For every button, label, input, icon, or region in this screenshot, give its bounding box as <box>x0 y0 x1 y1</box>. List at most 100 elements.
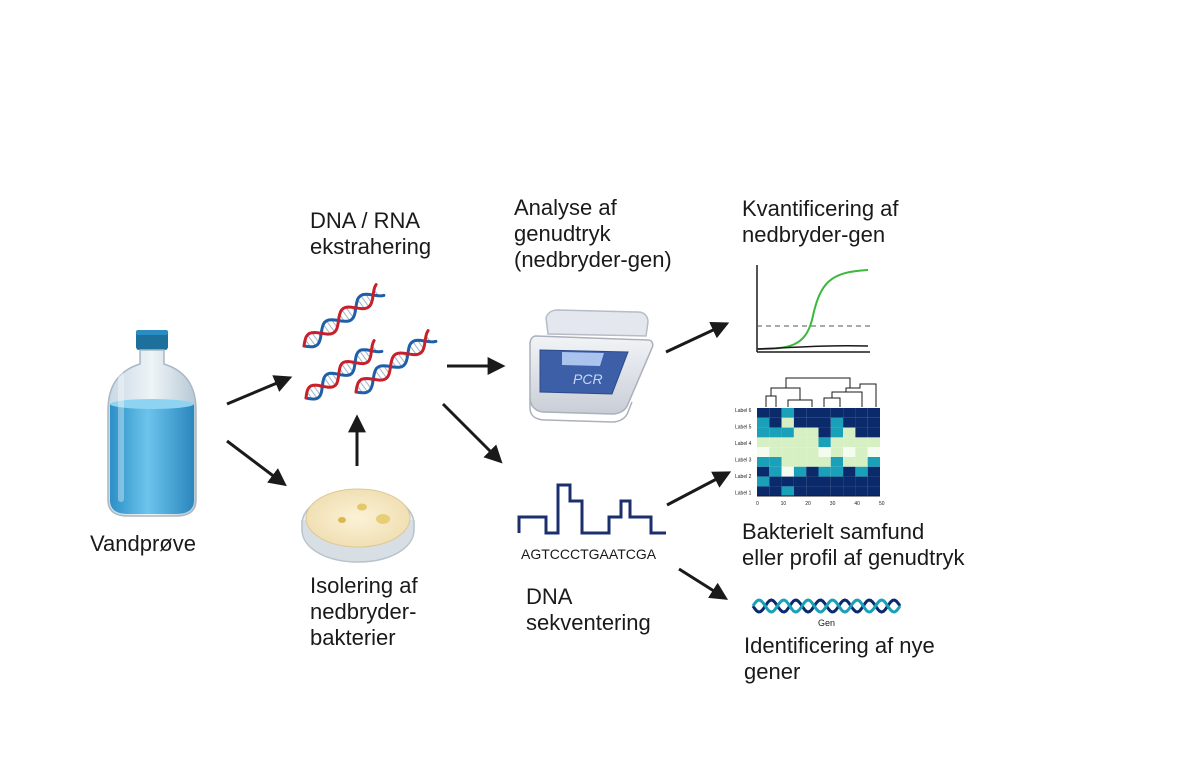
base-pair-rung <box>345 307 354 318</box>
heatmap-x-tick: 0 <box>756 501 759 507</box>
community-label: Bakterielt samfund eller profil af genud… <box>742 519 966 570</box>
heatmap-row-label: Label 3 <box>735 458 752 464</box>
expression-label: Analyse af genudtryk (nedbryder-gen) <box>514 195 672 272</box>
heatmap-cell <box>806 447 819 457</box>
base-pair-rung <box>378 366 388 379</box>
heatmap-cell <box>855 408 868 418</box>
heatmap-cell <box>830 457 844 467</box>
heatmap-cell <box>843 437 856 448</box>
heatmap-cell <box>793 408 807 418</box>
heatmap-cell <box>830 437 844 448</box>
heatmap-cell <box>855 447 868 457</box>
heatmap-cell <box>855 466 868 477</box>
heatmap-cell <box>781 457 794 467</box>
gene-strand-teal <box>751 598 902 614</box>
heatmap-x-tick: 40 <box>854 501 860 507</box>
sequencing-trace-icon <box>517 483 666 535</box>
base-pair-rung <box>312 384 321 396</box>
heatmap-row-label: Label 5 <box>735 425 752 431</box>
heatmap-cell <box>843 476 856 487</box>
heatmap-icon <box>757 377 880 497</box>
dna-strand-blue <box>302 292 386 349</box>
base-pair-rung <box>308 386 318 399</box>
heatmap-cell <box>781 408 794 418</box>
heatmap-cell <box>781 417 794 428</box>
heatmap-cell <box>793 476 807 487</box>
heatmap-x-tick: 30 <box>830 501 836 507</box>
heatmap-cell <box>781 447 794 457</box>
heatmap-cell <box>769 417 782 428</box>
arrow-bottle-to-petri <box>226 439 287 487</box>
pcr-machine-icon: PCR <box>529 309 654 423</box>
heatmap-cell <box>855 417 868 428</box>
heatmap-cell <box>830 447 844 457</box>
heatmap-cell <box>830 486 844 497</box>
base-pair-rung <box>393 355 403 367</box>
heatmap-cell <box>818 417 831 428</box>
base-pair-rung <box>357 299 365 309</box>
heatmap-cell <box>757 457 770 467</box>
heatmap-cell <box>843 447 856 457</box>
identification-label: Identificering af nye gener <box>744 633 941 684</box>
base-pair-rung <box>322 324 331 335</box>
base-pair-rung <box>323 377 332 388</box>
heatmap-cell <box>793 447 807 457</box>
arrow-sequencing-to-gene <box>678 567 729 600</box>
heatmap-cell <box>769 457 782 467</box>
heatmap-cell <box>830 466 844 477</box>
dna-strand-red <box>354 329 430 394</box>
heatmap-x-tick: 50 <box>879 501 885 507</box>
heatmap-cell <box>769 476 782 487</box>
heatmap-cell <box>867 447 880 457</box>
isolation-label: Isolering af nedbryder- bakterier <box>310 573 424 650</box>
extraction-label: DNA / RNA ekstrahering <box>310 208 431 259</box>
heatmap-cell <box>757 408 770 418</box>
heatmap-cell <box>757 417 770 428</box>
heatmap-cell <box>769 486 782 497</box>
heatmap-cell <box>793 486 807 497</box>
heatmap-cell <box>867 427 880 438</box>
heatmap-cell <box>855 476 868 487</box>
base-pair-rung <box>409 345 417 355</box>
heatmap-cell <box>806 486 819 497</box>
heatmap-cell <box>818 486 831 497</box>
dna-strand-blue <box>354 338 438 395</box>
heatmap-cell <box>867 437 880 448</box>
heatmap-row-label: Label 1 <box>735 491 752 497</box>
heatmap-row-label: Label 4 <box>735 441 752 447</box>
base-pair-rung <box>374 370 383 381</box>
heatmap-cell <box>757 466 770 477</box>
base-pair-rung <box>326 320 336 333</box>
quantification-label: Kvantificering af nedbryder-gen <box>742 196 905 247</box>
water-bottle-icon <box>107 330 197 517</box>
heatmap-cell <box>769 437 782 448</box>
dna-sequence-text: AGTCCCTGAATCGA <box>521 546 657 562</box>
heatmap-cell <box>806 437 819 448</box>
dna-helix-icon <box>302 283 438 401</box>
water-sample-label: Vandprøve <box>90 531 196 556</box>
heatmap-cell <box>781 427 794 438</box>
heatmap-cell <box>757 476 770 487</box>
heatmap-cell <box>806 417 819 428</box>
base-pair-rung <box>360 295 370 308</box>
heatmap-cell <box>843 457 856 467</box>
dna-strand-red <box>302 283 378 348</box>
pcr-label: PCR <box>573 371 603 387</box>
heatmap-cell <box>806 466 819 477</box>
heatmap-cell <box>843 408 856 418</box>
heatmap-cell <box>818 476 831 487</box>
arrow-bottle-to-dna <box>226 375 293 406</box>
heatmap-cell <box>843 417 856 428</box>
heatmap-cell <box>867 417 880 428</box>
heatmap-cell <box>757 447 770 457</box>
heatmap-cell <box>757 486 770 497</box>
heatmap-cell <box>843 466 856 477</box>
heatmap-cell <box>867 476 880 487</box>
heatmap-cell <box>781 476 794 487</box>
heatmap-cell <box>793 457 807 467</box>
heatmap-cell <box>855 486 868 497</box>
heatmap-cell <box>830 417 844 428</box>
heatmap-x-tick: 10 <box>781 501 787 507</box>
heatmap-cell <box>867 466 880 477</box>
